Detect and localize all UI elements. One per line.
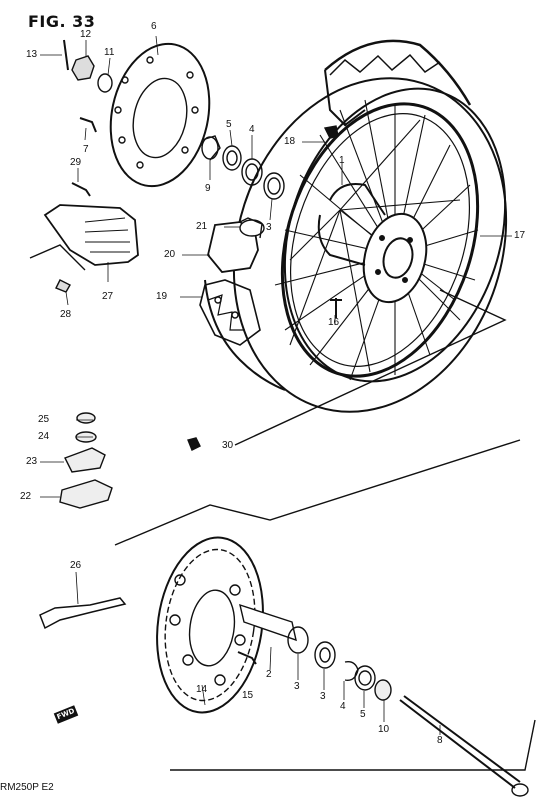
- callout-3-lower-b: 3: [320, 691, 326, 702]
- disc-guard: [29, 204, 139, 293]
- callout-21: 21: [196, 221, 208, 232]
- cap: [187, 437, 201, 451]
- callout-29: 29: [70, 157, 82, 168]
- model-code: RM250P E2: [0, 782, 54, 793]
- callout-14: 14: [196, 684, 208, 695]
- chain-adjuster-tool: [39, 597, 127, 630]
- axle-nut-set: [63, 39, 113, 93]
- upper-bearing-set: [201, 135, 285, 200]
- callout-17: 17: [514, 230, 526, 241]
- callout-16: 16: [328, 317, 340, 328]
- callout-25: 25: [38, 414, 50, 425]
- callout-13: 13: [26, 49, 38, 60]
- callout-24: 24: [38, 431, 50, 442]
- callout-18: 18: [284, 136, 296, 147]
- callout-4-upper: 4: [249, 124, 255, 135]
- disc-bolt: [79, 117, 97, 133]
- callout-26: 26: [70, 560, 82, 571]
- callout-4-lower: 4: [340, 701, 346, 712]
- caliper-bracket: [199, 217, 265, 346]
- sprocket-bolt: [237, 651, 257, 665]
- callout-30: 30: [222, 440, 234, 451]
- figure-title: FIG. 33: [28, 12, 96, 31]
- callout-6: 6: [151, 21, 157, 32]
- chain-adjuster-set: [59, 412, 113, 509]
- callout-9: 9: [205, 183, 211, 194]
- callout-5-upper: 5: [226, 119, 232, 130]
- rear-sprocket: [156, 536, 264, 714]
- guard-bolt: [71, 182, 91, 197]
- callout-28: 28: [60, 309, 72, 320]
- callout-1: 1: [339, 155, 345, 166]
- rear-axle-set: [239, 603, 529, 797]
- guide-lines-upper: [234, 289, 507, 446]
- callout-12: 12: [80, 29, 92, 40]
- rim-lock: [323, 125, 339, 139]
- guide-lines-lower: [114, 439, 521, 546]
- callout-23: 23: [26, 456, 38, 467]
- callout-27: 27: [102, 291, 114, 302]
- callout-5-lower: 5: [360, 709, 366, 720]
- callout-20: 20: [164, 249, 176, 260]
- callout-2: 2: [266, 669, 272, 680]
- hub: [317, 183, 428, 304]
- callout-15: 15: [242, 690, 254, 701]
- callout-10: 10: [378, 724, 390, 735]
- callout-19: 19: [156, 291, 168, 302]
- callout-7: 7: [83, 144, 89, 155]
- callout-3-upper: 3: [266, 222, 272, 233]
- callout-8: 8: [437, 735, 443, 746]
- callout-22: 22: [20, 491, 32, 502]
- guide-lines-bottom: [170, 719, 536, 771]
- rim: [280, 102, 480, 378]
- leader-lines: [40, 35, 512, 735]
- rim-valve: [330, 298, 342, 318]
- callout-3-lower-a: 3: [294, 681, 300, 692]
- callout-11: 11: [104, 47, 115, 58]
- brake-disc: [109, 42, 211, 188]
